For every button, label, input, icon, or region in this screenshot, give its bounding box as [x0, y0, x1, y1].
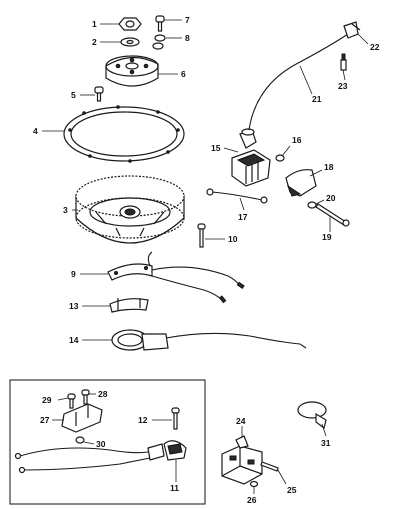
part-screw-25 [260, 461, 279, 472]
callout-22: 22 [370, 42, 380, 52]
callout-20: 20 [326, 193, 336, 203]
callout-11: 11 [170, 483, 179, 493]
callout-labels: 1 2 3 4 5 6 7 8 9 10 11 12 13 14 15 16 1… [33, 15, 380, 505]
callout-30: 30 [96, 439, 106, 449]
callout-16: 16 [292, 135, 302, 145]
part-bracket-13 [109, 298, 149, 313]
part-ignition-coil [231, 128, 271, 187]
callout-27: 27 [40, 415, 50, 425]
callout-5: 5 [71, 90, 76, 100]
part-lock-washer-8 [152, 34, 166, 50]
part-nut-20 [307, 201, 317, 209]
part-nut-30 [75, 436, 85, 444]
callout-21: 21 [312, 94, 322, 104]
part-screw-28 [81, 389, 90, 405]
callout-26: 26 [247, 495, 257, 505]
callout-19: 19 [322, 232, 332, 242]
part-flywheel-hub [105, 55, 159, 87]
callout-9: 9 [71, 269, 76, 279]
part-bolt-19 [315, 203, 350, 227]
callout-18: 18 [324, 162, 334, 172]
callout-17: 17 [238, 212, 248, 222]
part-bracket-27 [61, 403, 103, 433]
part-nut [118, 17, 142, 31]
part-flywheel [75, 175, 185, 244]
part-screw-7 [155, 15, 165, 32]
part-stator-11 [14, 440, 187, 474]
part-connector-23 [340, 53, 347, 71]
part-ring-plate [63, 105, 185, 163]
part-screw-12 [171, 407, 180, 430]
callout-7: 7 [185, 15, 190, 25]
callout-8: 8 [185, 33, 190, 43]
callout-24: 24 [236, 416, 246, 426]
callout-14: 14 [69, 335, 79, 345]
callout-12: 12 [138, 415, 148, 425]
part-high-tension-lead [248, 21, 361, 131]
part-stator-bracket [107, 251, 245, 304]
callout-25: 25 [287, 485, 297, 495]
part-screw-29 [67, 393, 76, 409]
part-switch-box [221, 435, 263, 485]
callout-28: 28 [98, 389, 108, 399]
callout-3: 3 [63, 205, 68, 215]
callout-31: 31 [321, 438, 331, 448]
part-clamp-31 [297, 401, 327, 430]
part-screw-10 [197, 223, 206, 248]
part-ground-wire [206, 188, 268, 204]
callout-15: 15 [211, 143, 221, 153]
part-trigger-coil [111, 329, 307, 351]
callout-29: 29 [42, 395, 52, 405]
part-nut-16 [275, 154, 285, 162]
callout-13: 13 [69, 301, 79, 311]
callout-2: 2 [92, 37, 97, 47]
callout-1: 1 [92, 19, 97, 29]
part-coil-boot [285, 169, 317, 197]
part-screw-5 [94, 86, 104, 102]
callout-10: 10 [228, 234, 238, 244]
part-washer [120, 37, 140, 47]
part-nut-26 [249, 480, 259, 488]
inset-frame [9, 379, 206, 505]
callout-23: 23 [338, 81, 348, 91]
callout-6: 6 [181, 69, 186, 79]
leader-lines [42, 19, 369, 494]
callout-4: 4 [33, 126, 38, 136]
